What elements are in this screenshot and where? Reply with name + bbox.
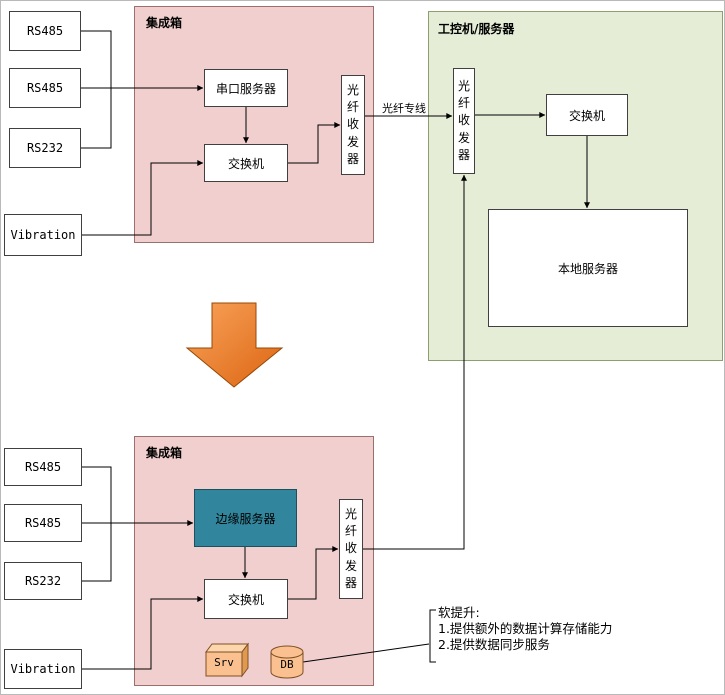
- note-line-2: 2.提供数据同步服务: [438, 637, 550, 652]
- note-bracket: [429, 609, 436, 663]
- db-label: DB: [280, 658, 294, 671]
- connector-switch-to-fiber-top: [288, 122, 341, 164]
- connector-fiber-bottom-to-server-fiber: [363, 174, 467, 550]
- srv-shape-front: [205, 651, 243, 677]
- connector-db-to-note: [302, 643, 430, 663]
- connector-top-input-bus: [81, 30, 112, 149]
- db-shape-body: [270, 652, 304, 679]
- soft-upgrade-note: 软提升: 1.提供额外的数据计算存储能力 2.提供数据同步服务: [438, 605, 713, 653]
- integration-box-bottom-title: 集成箱: [146, 446, 183, 460]
- fiber-transceiver-top: 光纤收发器: [341, 75, 365, 175]
- srv-label: Srv: [214, 656, 234, 669]
- switch-node-server: 交换机: [546, 94, 628, 136]
- connector-vibration-to-switch-top: [82, 160, 204, 236]
- integration-box-bottom: [134, 436, 374, 686]
- input-vibration-bottom: Vibration: [4, 649, 82, 689]
- note-title: 软提升:: [438, 605, 480, 620]
- note-line-1: 1.提供额外的数据计算存储能力: [438, 621, 613, 636]
- input-rs232-top: RS232: [9, 128, 81, 168]
- serial-server-node: 串口服务器: [204, 69, 288, 107]
- integration-box-top-title: 集成箱: [146, 16, 183, 30]
- input-rs485-1-top: RS485: [9, 11, 81, 51]
- input-rs232-bottom: RS232: [4, 562, 82, 600]
- input-rs485-2-bottom: RS485: [4, 504, 82, 542]
- connector-bottom-input-bus: [82, 466, 112, 582]
- input-vibration-top: Vibration: [4, 214, 82, 256]
- switch-node-bottom: 交换机: [204, 579, 288, 619]
- input-rs485-1-bottom: RS485: [4, 448, 82, 486]
- transition-down-arrow: [185, 302, 284, 388]
- fiber-transceiver-server: 光纤收发器: [453, 68, 475, 174]
- switch-node-top: 交换机: [204, 144, 288, 182]
- input-rs485-2-top: RS485: [9, 68, 81, 108]
- edge-server-node: 边缘服务器: [194, 489, 297, 547]
- srv-shape-top: [205, 643, 249, 653]
- db-shape-lid: [270, 645, 304, 659]
- connector-switch-to-fiber-bottom: [288, 546, 339, 600]
- fiber-transceiver-bottom: 光纤收发器: [339, 499, 363, 599]
- fiber-link-label: 光纤专线: [382, 102, 426, 115]
- server-box-title: 工控机/服务器: [438, 22, 515, 36]
- connector-vibration-to-switch-bottom: [82, 596, 204, 670]
- local-server-node: 本地服务器: [488, 209, 688, 327]
